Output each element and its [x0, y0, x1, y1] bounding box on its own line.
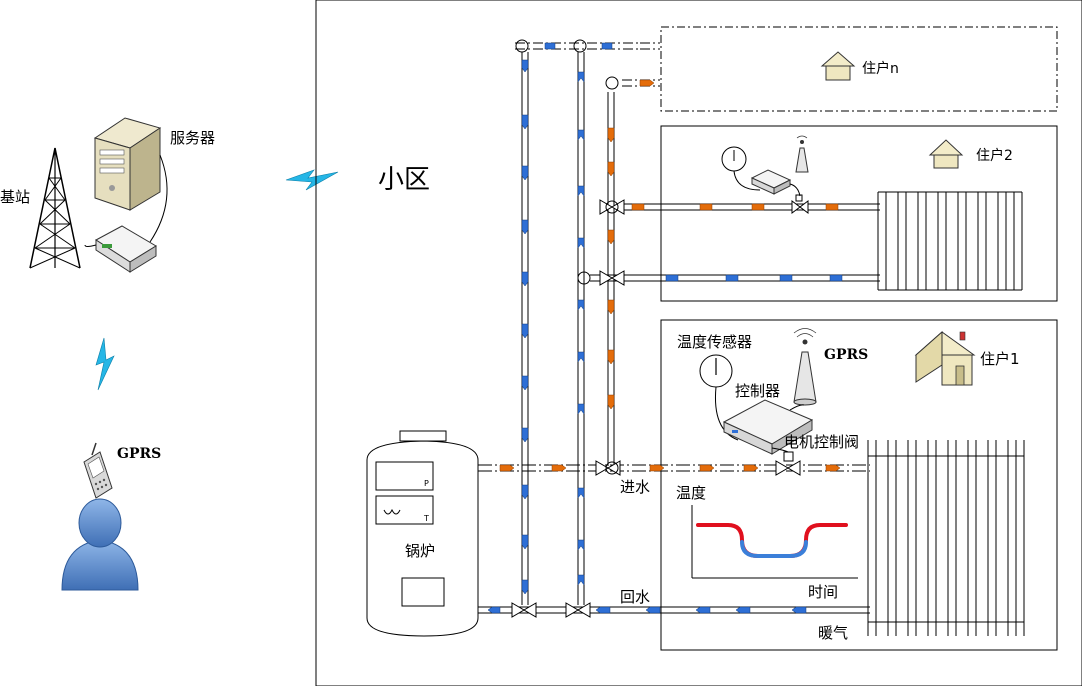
resident-1-label: 住户1 [980, 350, 1020, 368]
controller-label: 控制器 [735, 382, 780, 400]
antenna-icon [795, 135, 809, 173]
boiler-pressure-label: P [424, 479, 429, 488]
radiator-1-icon [867, 440, 1025, 636]
community-label: 小区 [378, 165, 430, 195]
base-station-label: 基站 [0, 188, 30, 206]
pipe-network [478, 42, 880, 614]
radiator-2-icon [877, 191, 1023, 291]
boiler-icon [366, 430, 479, 637]
valve-wheel-icon [515, 39, 619, 475]
temp-sensor-label: 温度传感器 [677, 333, 752, 351]
temperature-curve-hot [696, 523, 848, 558]
motor-valve-label: 电机控制阀 [784, 433, 859, 451]
house-icon [914, 330, 976, 386]
server-label: 服务器 [170, 129, 215, 147]
house-icon [820, 51, 856, 81]
boiler-label: 锅炉 [405, 542, 435, 560]
user-person-icon [61, 498, 139, 591]
community-frame [315, 0, 1082, 686]
motor-actuator-icon [783, 451, 794, 462]
phone-gprs-label: GPRS [117, 446, 161, 462]
thermometer-icon [721, 146, 747, 172]
motor-actuator-icon [795, 194, 803, 202]
antenna-gprs-label: GPRS [824, 347, 868, 363]
antenna-icon [793, 328, 817, 406]
server-icon [93, 117, 162, 211]
resident-2-frame [660, 125, 1058, 302]
wireless-link-icon [285, 169, 339, 191]
controller-icon [722, 399, 814, 455]
house-icon [928, 139, 964, 169]
base-station-tower-icon [29, 147, 81, 269]
water-return-label: 回水 [620, 588, 650, 606]
wireless-link-icon [95, 337, 115, 391]
boiler-temp-label: T [423, 514, 429, 523]
water-in-label: 进水 [620, 478, 650, 496]
modem-icon [95, 225, 157, 273]
supply-flow-arrows [499, 79, 841, 472]
resident-2-label: 住户2 [976, 147, 1013, 164]
controller-icon [750, 169, 792, 195]
resident-n-frame [660, 26, 1058, 112]
chart-y-label: 温度 [676, 484, 706, 502]
server-cable [149, 154, 168, 243]
thermometer-icon [699, 354, 733, 388]
temperature-chart-axes [691, 505, 858, 579]
resident-1-frame [660, 319, 1058, 651]
radiator-label: 暖气 [818, 624, 848, 642]
mobile-phone-icon [83, 442, 113, 499]
temperature-curve-cold [740, 540, 808, 558]
return-flow-arrows [487, 42, 843, 614]
chart-x-label: 时间 [808, 583, 838, 601]
resident-n-label: 住户n [862, 60, 899, 77]
